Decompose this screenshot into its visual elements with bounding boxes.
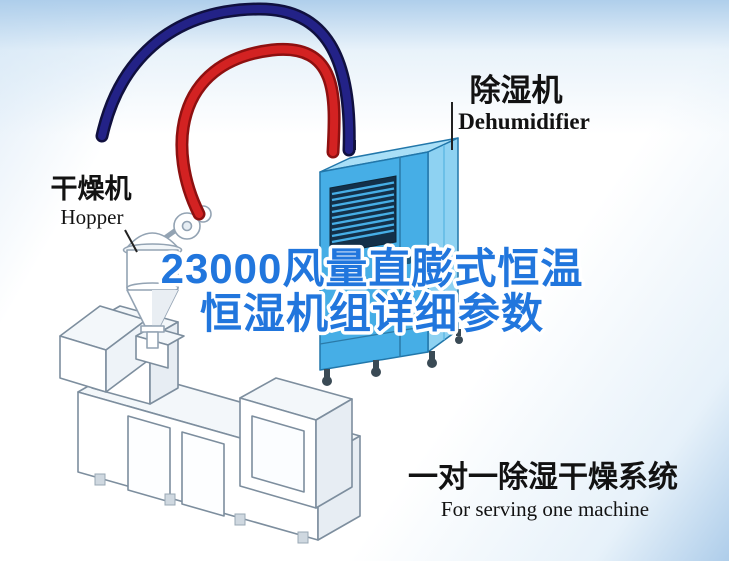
hopper-blower-hub <box>181 220 193 232</box>
casters <box>322 329 463 386</box>
footer-title-cn: 一对一除湿干燥系统 <box>408 460 678 494</box>
door-latch <box>405 248 411 264</box>
headline-line2: 恒湿机组详细参数 <box>200 290 544 337</box>
hopper-cone-shading <box>152 290 178 326</box>
hopper-body <box>126 249 179 289</box>
footer-subtitle-en: For serving one machine <box>441 497 649 521</box>
dehumidifier-label-en: Dehumidifier <box>458 109 590 134</box>
bottom-seam <box>319 325 429 345</box>
vent-grille <box>329 175 397 255</box>
hopper-label-cn: 干燥机 <box>51 174 132 204</box>
hopper-label-en: Hopper <box>61 205 124 229</box>
dehumidifier-drawing <box>319 137 463 386</box>
hopper-cone-flange <box>140 325 165 333</box>
navy-hose <box>95 2 356 157</box>
headline-line1: 23000风量直膨式恒温 <box>161 245 584 292</box>
extruder-end-unit-side <box>315 398 353 509</box>
extruder-machine-drawing <box>59 305 361 544</box>
dehumidifier-label-cn: 除湿机 <box>470 73 563 108</box>
extruder-door-panel <box>127 415 171 503</box>
extruder-door-panel <box>181 431 225 517</box>
hopper-pointer-line <box>124 229 138 253</box>
extruder-end-panel <box>251 415 305 493</box>
hopper-dryer-drawing <box>122 205 212 349</box>
hopper-neck <box>146 331 159 349</box>
extruder-feet <box>94 473 309 544</box>
red-hose <box>175 42 341 221</box>
